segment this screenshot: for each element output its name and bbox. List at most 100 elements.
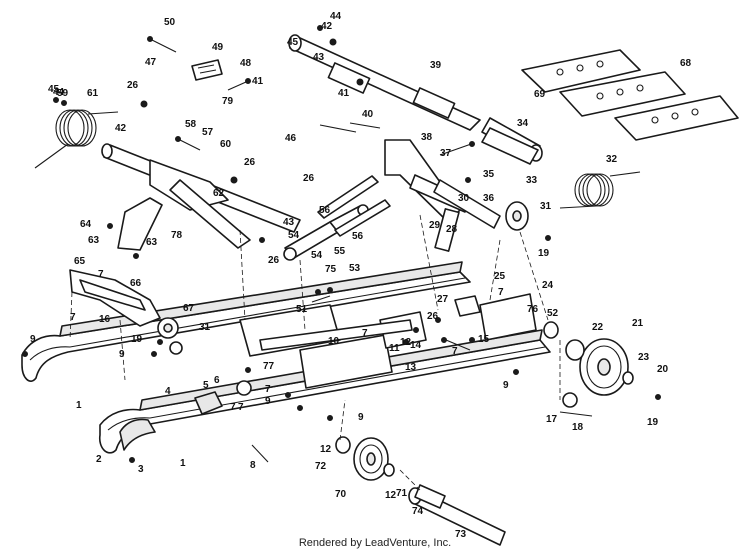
callout-19: 19 — [131, 334, 143, 345]
callout-77: 77 — [263, 361, 275, 372]
callout-54: 54 — [288, 230, 300, 241]
pivot-bracket — [117, 197, 163, 251]
callout-9: 9 — [119, 349, 125, 360]
callout-54: 54 — [311, 250, 323, 261]
callout-7: 7 — [98, 269, 104, 280]
spacer-22 — [565, 339, 585, 361]
callout-39: 39 — [430, 60, 442, 71]
callout-10: 10 — [328, 336, 340, 347]
callout-7: 7 — [498, 287, 504, 298]
callout-26: 26 — [244, 157, 256, 168]
callout-20: 20 — [657, 364, 669, 375]
callout-76: 76 — [527, 304, 539, 315]
callout-45: 45 — [287, 37, 299, 48]
callout-75: 75 — [325, 264, 337, 275]
callout-41: 41 — [252, 76, 264, 87]
callout-42: 42 — [321, 21, 333, 32]
callout-17: 17 — [546, 414, 558, 425]
callout-7: 7 — [362, 328, 368, 339]
callout-52: 52 — [547, 308, 559, 319]
callout-55: 55 — [334, 246, 346, 257]
callout-26: 26 — [303, 173, 315, 184]
callout-9: 9 — [265, 396, 271, 407]
lower-cross-shaft — [259, 319, 413, 351]
callout-36: 36 — [483, 193, 495, 204]
callout-26: 26 — [127, 80, 139, 91]
callout-30: 30 — [458, 193, 470, 204]
callout-40: 40 — [362, 109, 374, 120]
callout-31: 31 — [540, 201, 552, 212]
callout-79: 79 — [222, 96, 234, 107]
callout-70: 70 — [335, 489, 347, 500]
callout-11: 11 — [389, 343, 400, 354]
callout-6: 6 — [214, 375, 220, 386]
callout-9: 9 — [30, 334, 36, 345]
callout-24: 24 — [542, 280, 554, 291]
callout-35: 35 — [483, 169, 495, 180]
callout-37: 37 — [440, 148, 452, 159]
link-bar-2 — [334, 199, 391, 237]
callout-3: 3 — [138, 464, 144, 475]
callout-60: 60 — [220, 139, 232, 150]
upper-idler-wheel — [505, 201, 529, 231]
callout-7: 7 — [230, 402, 236, 413]
callout-44: 44 — [53, 87, 65, 98]
callout-26: 26 — [427, 311, 439, 322]
spacer-72 — [335, 436, 351, 454]
callout-43: 43 — [283, 217, 295, 228]
callout-22: 22 — [592, 322, 604, 333]
spacer-tube-34 — [481, 127, 539, 165]
callout-51: 51 — [296, 304, 308, 315]
idler-wheel-center — [353, 437, 389, 481]
callout-59: 59 — [57, 88, 69, 99]
callout-28: 28 — [446, 224, 458, 235]
callout-9: 9 — [358, 412, 364, 423]
washer-6 — [236, 380, 252, 396]
wear-strip — [119, 418, 156, 451]
rear-idler-wheel — [579, 338, 629, 396]
callout-1: 1 — [76, 400, 82, 411]
callout-12: 12 — [385, 490, 397, 501]
callout-2: 2 — [96, 454, 102, 465]
callout-65: 65 — [74, 256, 86, 267]
track-clips — [521, 49, 739, 141]
assembly-lines — [69, 214, 561, 491]
callout-46: 46 — [285, 133, 297, 144]
callout-49: 49 — [212, 42, 224, 53]
callout-7: 7 — [238, 402, 244, 413]
callout-1: 1 — [180, 458, 186, 469]
callout-58: 58 — [185, 119, 197, 130]
callout-34: 34 — [517, 118, 529, 129]
callout-19: 19 — [647, 417, 659, 428]
callout-67: 67 — [183, 303, 195, 314]
callout-66: 66 — [130, 278, 142, 289]
callout-42: 42 — [115, 123, 127, 134]
stopper-block — [194, 391, 223, 415]
callout-48: 48 — [240, 58, 252, 69]
footer-credit: Rendered by LeadVenture, Inc. — [298, 537, 452, 549]
callout-63: 63 — [146, 237, 158, 248]
callout-19: 19 — [538, 248, 550, 259]
callout-57: 57 — [202, 127, 214, 138]
callout-53: 53 — [349, 263, 361, 274]
callout-7: 7 — [70, 312, 76, 323]
washer-23 — [622, 371, 634, 385]
front-bracket-assembly — [69, 269, 179, 339]
callout-50: 50 — [164, 17, 176, 28]
callout-64: 64 — [80, 219, 92, 230]
link-bar — [317, 175, 379, 219]
upper-cross-shaft — [288, 34, 481, 131]
callout-26: 26 — [268, 255, 280, 266]
callout-4: 4 — [165, 386, 171, 397]
callout-32: 32 — [606, 154, 618, 165]
torsion-spring-right — [559, 171, 641, 209]
callout-9: 9 — [503, 380, 509, 391]
spacer-52 — [543, 321, 559, 339]
callout-78: 78 — [171, 230, 183, 241]
callout-14: 14 — [410, 340, 422, 351]
callout-23: 23 — [638, 352, 650, 363]
front-arm-shaft — [101, 143, 301, 249]
callout-7: 7 — [265, 384, 271, 395]
spacer-71 — [383, 463, 395, 477]
